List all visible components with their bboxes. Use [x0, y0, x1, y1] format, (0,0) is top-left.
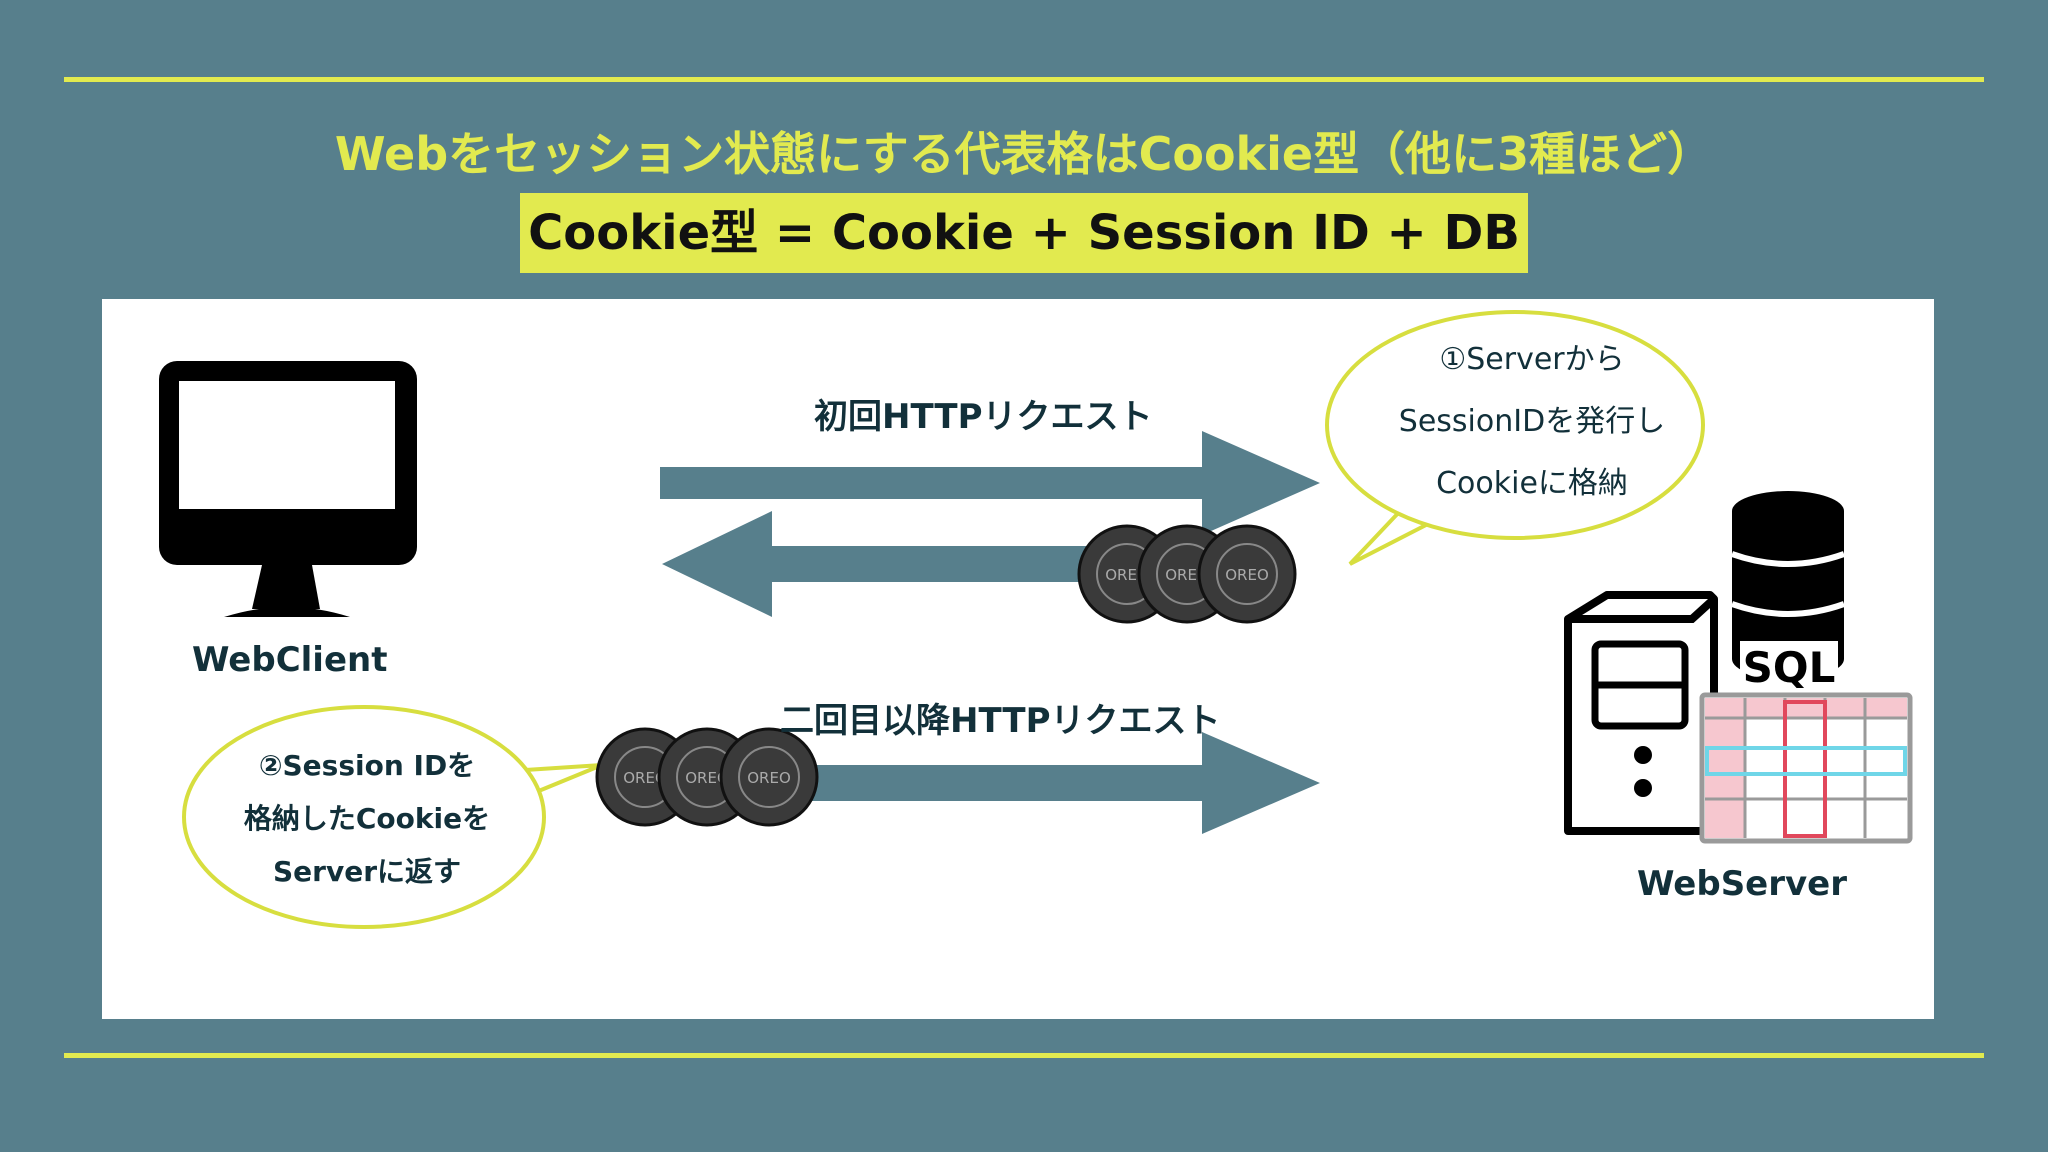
server-label: WebServer: [1637, 864, 1847, 904]
cookie-label: OREO: [623, 769, 667, 787]
bubble-client: [182, 705, 546, 929]
bubble-server-line: Cookieに格納: [1436, 466, 1628, 501]
diagram-drawing: OREO OREO OREO OREO OREO OREO: [159, 310, 1913, 929]
monitor-icon: [159, 361, 417, 617]
formula-highlight: Cookie型 = Cookie + Session ID + DB: [520, 193, 1528, 273]
response-arrow: [662, 511, 1217, 617]
first-request-arrow: [660, 431, 1320, 535]
bubble-client-text: ②Session IDを 格納したCookieを Serverに返す: [202, 739, 532, 898]
subsequent-request-label: 二回目以降HTTPリクエスト: [780, 701, 1221, 741]
bubble-server-text: ①Serverから SessionIDを発行し Cookieに格納: [1362, 329, 1702, 515]
cookie-label: OREO: [747, 769, 791, 787]
client-label: WebClient: [192, 640, 388, 680]
cookie-icon: OREO: [719, 727, 819, 827]
cookie-label: OREO: [1225, 566, 1269, 584]
table-grid-icon: [1699, 692, 1913, 844]
bottom-rule: [64, 1053, 1984, 1058]
bubble-server-tail: [1348, 507, 1427, 566]
bubble-client-line: 格納したCookieを: [243, 802, 491, 835]
headline: Webをセッション状態にする代表格はCookie型（他に3種ほど）: [334, 127, 1714, 181]
cookie-label: OREO: [685, 769, 729, 787]
sql-label: SQL: [1743, 643, 1836, 692]
server-icon: [1564, 591, 1718, 835]
bubble-server-line: SessionIDを発行し: [1398, 404, 1666, 439]
bubble-client-line: Serverに返す: [272, 855, 462, 888]
top-rule: [64, 77, 1984, 82]
database-icon: SQL: [1730, 491, 1846, 692]
diagram-panel: OREO OREO OREO OREO OREO OREO: [102, 299, 1934, 1019]
bubble-server-line: ①Serverから: [1439, 342, 1625, 377]
first-request-label: 初回HTTPリクエスト: [814, 397, 1153, 437]
bubble-server: [1325, 310, 1705, 540]
subsequent-request-arrow: [722, 732, 1320, 834]
cookie-icon: OREO: [1197, 524, 1297, 624]
bubble-client-line: ②Session IDを: [258, 749, 476, 782]
